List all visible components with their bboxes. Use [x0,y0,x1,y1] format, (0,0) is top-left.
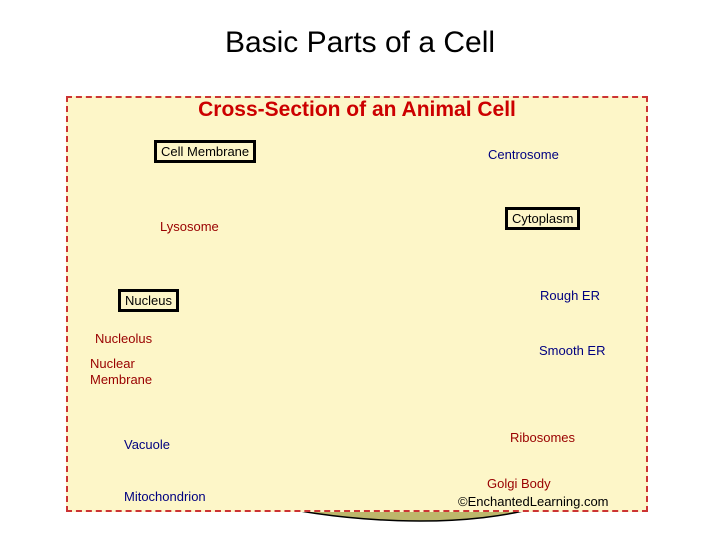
label-nuclear-membrane: Nuclear Membrane [90,356,153,387]
slide-title: Basic Parts of a Cell [224,26,496,59]
label-golgi-body: Golgi Body [487,476,551,491]
label-cytoplasm: Cytoplasm [505,207,581,230]
diagram-title: Cross-Section of an Animal Cell [198,98,516,121]
label-smooth-er: Smooth ER [539,343,606,358]
label-rough-er: Rough ER [540,288,600,303]
label-mitochondrion: Mitochondrion [124,489,206,504]
credit-text: ©EnchantedLearning.com [458,494,609,509]
label-lysosome: Lysosome [160,219,219,234]
label-nucleolus: Nucleolus [95,331,153,346]
label-nucleus: Nucleus [118,289,179,312]
label-vacuole: Vacuole [124,437,171,452]
label-cell-membrane: Cell Membrane [154,140,257,163]
label-centrosome: Centrosome [488,147,559,162]
label-ribosomes: Ribosomes [510,430,576,445]
